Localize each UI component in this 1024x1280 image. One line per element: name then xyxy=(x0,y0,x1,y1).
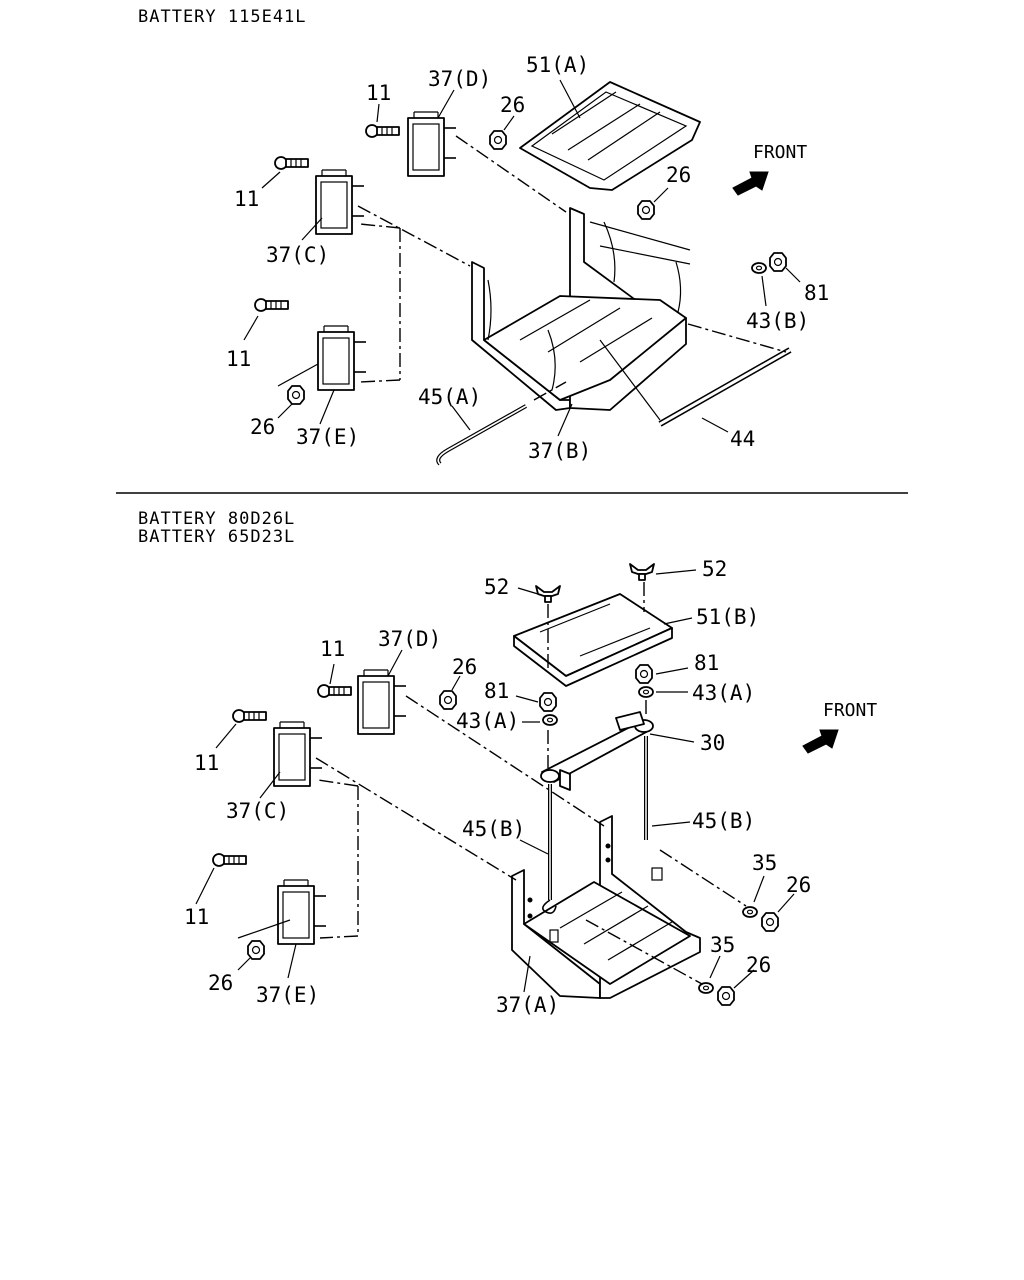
washer-43a xyxy=(542,714,558,726)
assembly-lines xyxy=(315,582,747,985)
callout-11: 11 xyxy=(320,637,345,661)
nut-26 xyxy=(717,986,735,1006)
bracket-37d xyxy=(357,669,407,735)
callout-26: 26 xyxy=(250,415,275,439)
callout-43a: 43(A) xyxy=(692,681,755,705)
callout-37a: 37(A) xyxy=(496,993,559,1017)
nut-81 xyxy=(539,692,557,712)
battery-cover-51a xyxy=(519,81,701,191)
callout-44: 44 xyxy=(730,427,755,451)
callout-26: 26 xyxy=(208,971,233,995)
front-label: FRONT xyxy=(823,700,877,721)
callout-43a: 43(A) xyxy=(456,709,519,733)
bracket-37e xyxy=(317,325,367,391)
section-battery-115e41l: BATTERY 115E41L FRONT xyxy=(138,7,829,466)
callout-30: 30 xyxy=(700,731,725,755)
washer-35 xyxy=(698,982,714,994)
battery-tray-37b xyxy=(471,207,691,411)
callout-35: 35 xyxy=(710,933,735,957)
callout-26: 26 xyxy=(666,163,691,187)
bolt-11 xyxy=(212,853,247,867)
callout-37e: 37(E) xyxy=(296,425,359,449)
callout-37d: 37(D) xyxy=(428,67,491,91)
callout-35: 35 xyxy=(752,851,777,875)
callout-37d: 37(D) xyxy=(378,627,441,651)
nut-26 xyxy=(761,912,779,932)
callout-81: 81 xyxy=(484,679,509,703)
section-battery-80d26l-65d23l: BATTERY 80D26L BATTERY 65D23L FRONT xyxy=(138,509,877,1017)
leader-lines xyxy=(243,79,801,437)
callout-37c: 37(C) xyxy=(266,243,329,267)
hook-bolt-45a xyxy=(436,404,527,466)
clamp-bar-30 xyxy=(540,711,654,791)
callout-11: 11 xyxy=(366,81,391,105)
washer-43a xyxy=(638,686,654,698)
bracket-37d xyxy=(407,111,457,177)
callout-11: 11 xyxy=(184,905,209,929)
callout-11: 11 xyxy=(194,751,219,775)
bolt-11 xyxy=(274,156,309,170)
bolt-11 xyxy=(254,298,289,312)
nut-26 xyxy=(489,130,507,150)
wing-nut-52 xyxy=(629,563,655,581)
assembly-lines xyxy=(357,135,787,401)
battery-tray-37a xyxy=(511,815,701,999)
callout-45b: 45(B) xyxy=(462,817,525,841)
callout-45b: 45(B) xyxy=(692,809,755,833)
nut-81 xyxy=(769,252,787,272)
nut-26 xyxy=(637,200,655,220)
wing-nut-52 xyxy=(535,585,561,603)
callout-11: 11 xyxy=(234,187,259,211)
bracket-37c xyxy=(273,721,323,787)
callout-81: 81 xyxy=(804,281,829,305)
nut-26 xyxy=(439,690,457,710)
nut-81 xyxy=(635,664,653,684)
hook-bolt-45b xyxy=(542,784,557,914)
nut-26 xyxy=(287,385,305,405)
callout-52: 52 xyxy=(484,575,509,599)
callout-26: 26 xyxy=(746,953,771,977)
callout-51b: 51(B) xyxy=(696,605,759,629)
callout-37e: 37(E) xyxy=(256,983,319,1007)
callout-81: 81 xyxy=(694,651,719,675)
callout-37c: 37(C) xyxy=(226,799,289,823)
bracket-37c xyxy=(315,169,365,235)
callout-43b: 43(B) xyxy=(746,309,809,333)
bracket-37e xyxy=(277,879,327,945)
callout-37b: 37(B) xyxy=(528,439,591,463)
callout-26: 26 xyxy=(452,655,477,679)
bolt-11 xyxy=(232,709,267,723)
bolt-11 xyxy=(365,124,400,138)
bolt-11 xyxy=(317,684,352,698)
callout-51a: 51(A) xyxy=(526,53,589,77)
rod-44 xyxy=(658,347,792,427)
section-header: BATTERY 115E41L xyxy=(138,7,307,27)
callout-52: 52 xyxy=(702,557,727,581)
leader-lines xyxy=(195,569,795,993)
section-header: BATTERY 65D23L xyxy=(138,527,295,547)
front-arrow-icon xyxy=(732,171,769,196)
nut-26 xyxy=(247,940,265,960)
front-label: FRONT xyxy=(753,142,807,163)
section-header: BATTERY 80D26L xyxy=(138,509,295,529)
callout-11: 11 xyxy=(226,347,251,371)
callout-26: 26 xyxy=(786,873,811,897)
washer-43b xyxy=(751,262,767,274)
washer-35 xyxy=(742,906,758,918)
callout-26: 26 xyxy=(500,93,525,117)
front-arrow-icon xyxy=(802,729,839,754)
callout-45a: 45(A) xyxy=(418,385,481,409)
